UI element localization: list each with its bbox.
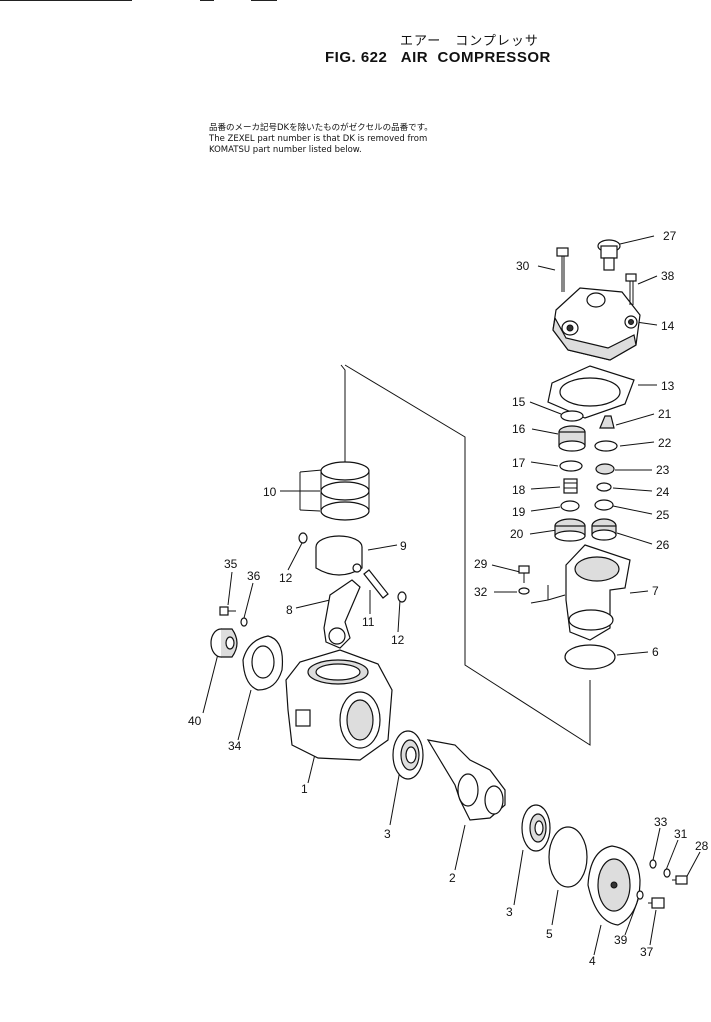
- callout-30: 30: [516, 259, 530, 273]
- callout-7: 7: [652, 584, 659, 598]
- callout-26: 26: [656, 538, 670, 552]
- callout-labels: 27 30 38 14 13 15 21 16 22 17 23 18 24 1…: [188, 229, 709, 968]
- washer-33: [649, 859, 657, 869]
- callout-34: 34: [228, 739, 242, 753]
- callout-32: 32: [474, 585, 488, 599]
- callout-5: 5: [546, 927, 553, 941]
- end-cap-40: [210, 628, 238, 658]
- callout-19: 19: [512, 505, 526, 519]
- top-rule-left: [0, 0, 132, 1]
- assembly-guide-lines: [340, 364, 591, 746]
- callout-21: 21: [658, 407, 672, 421]
- top-rule-mid: [200, 0, 214, 1]
- washer-36: [240, 617, 248, 627]
- callout-3-right: 3: [506, 905, 513, 919]
- cylinder-head: [552, 287, 641, 361]
- callout-38: 38: [661, 269, 675, 283]
- callout-37: 37: [640, 945, 654, 959]
- head-gasket: [547, 365, 635, 419]
- valve-housing: [565, 544, 631, 641]
- note-line-jp: 品番のメーカ記号DKを除いたものがゼクセルの品番です。: [209, 123, 433, 133]
- callout-29: 29: [474, 557, 488, 571]
- crankshaft: [426, 739, 506, 821]
- callout-36: 36: [247, 569, 261, 583]
- note-line-en-2: KOMATSU part number listed below.: [209, 145, 362, 155]
- callout-35: 35: [224, 557, 238, 571]
- callout-27: 27: [663, 229, 677, 243]
- top-rule-right: [251, 0, 277, 1]
- callout-12-lower: 12: [391, 633, 405, 647]
- callout-3-left: 3: [384, 827, 391, 841]
- callout-31: 31: [674, 827, 688, 841]
- washer-32: [518, 587, 530, 595]
- bolt-30: [556, 247, 569, 292]
- callout-17: 17: [512, 456, 526, 470]
- end-cover: [587, 845, 641, 926]
- callout-11: 11: [362, 615, 375, 629]
- valve-cap-27: [597, 239, 621, 271]
- callout-24: 24: [656, 485, 670, 499]
- callout-2: 2: [449, 871, 456, 885]
- bolt-35: [219, 606, 236, 616]
- callout-40: 40: [188, 714, 202, 728]
- callout-18: 18: [512, 483, 526, 497]
- crankcase: [285, 649, 393, 761]
- bearing-right: [521, 804, 551, 852]
- snap-ring-12-upper: [298, 532, 308, 544]
- callout-10: 10: [263, 485, 277, 499]
- callout-16: 16: [512, 422, 526, 436]
- callout-22: 22: [658, 436, 672, 450]
- figure-title: FIG. 622 AIR COMPRESSOR: [325, 49, 551, 66]
- callout-8: 8: [286, 603, 293, 617]
- flange-34: [242, 635, 284, 691]
- snap-ring-12-lower: [397, 591, 407, 603]
- bolt-29: [518, 565, 530, 583]
- piston: [315, 535, 363, 576]
- callout-12-upper: 12: [279, 571, 293, 585]
- callout-14: 14: [661, 319, 675, 333]
- callout-23: 23: [656, 463, 670, 477]
- o-ring-6: [564, 644, 616, 670]
- connecting-rod: [323, 579, 361, 649]
- bolt-38: [625, 273, 637, 305]
- callout-33: 33: [654, 815, 668, 829]
- callout-25: 25: [656, 508, 670, 522]
- callout-9: 9: [400, 539, 407, 553]
- japanese-title: エアー コンプレッサ: [400, 34, 539, 49]
- callout-6: 6: [652, 645, 659, 659]
- part-number-note: 品番のメーカ記号DKを除いたものがゼクセルの品番です。 The ZEXEL pa…: [209, 123, 433, 156]
- bearing-left: [392, 730, 424, 780]
- valve-parts-right: [591, 415, 618, 541]
- callout-28: 28: [695, 839, 709, 853]
- leader-lines: [202, 235, 701, 956]
- note-line-en-1: The ZEXEL part number is that DK is remo…: [209, 134, 428, 144]
- washer-31: [663, 868, 671, 878]
- callout-4: 4: [589, 954, 596, 968]
- callout-15: 15: [512, 395, 526, 409]
- washer-39: [636, 890, 644, 900]
- plug-37: [648, 897, 665, 909]
- callout-13: 13: [661, 379, 675, 393]
- callout-39: 39: [614, 933, 628, 947]
- callout-20: 20: [510, 527, 524, 541]
- plug-28: [672, 875, 688, 885]
- o-ring-5: [548, 826, 588, 888]
- piston-pin: [363, 569, 389, 599]
- callout-1: 1: [301, 782, 308, 796]
- piston-rings: [320, 461, 370, 521]
- valve-parts-left: [554, 410, 586, 542]
